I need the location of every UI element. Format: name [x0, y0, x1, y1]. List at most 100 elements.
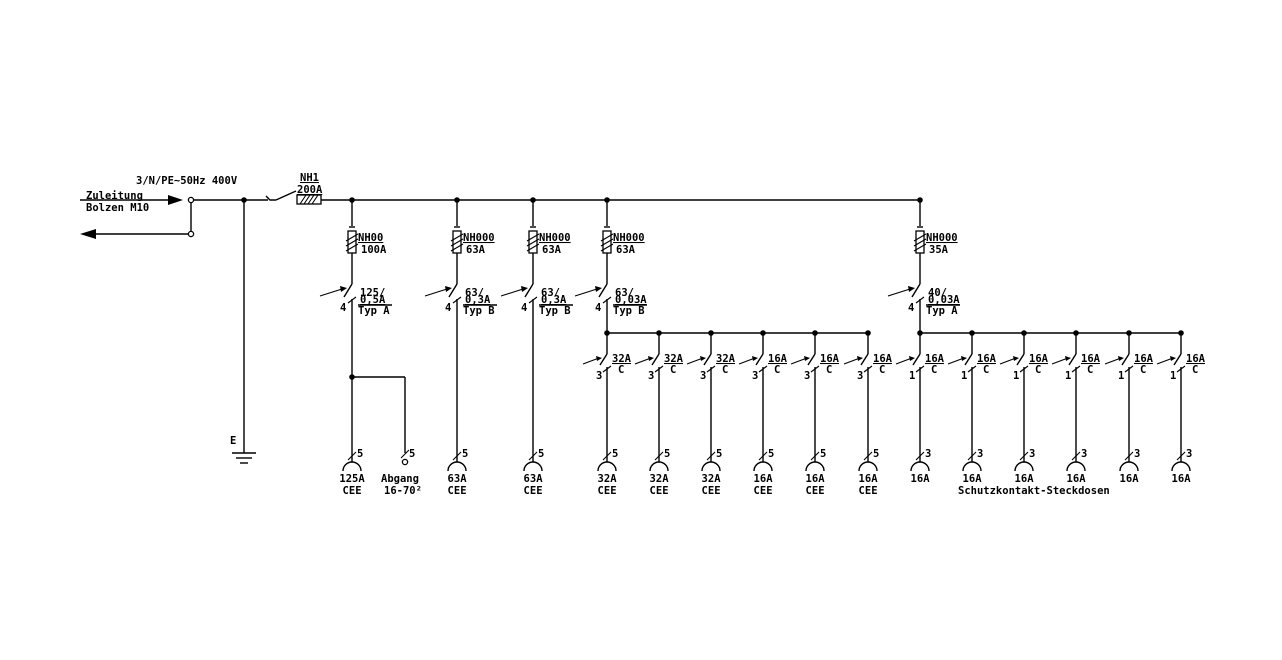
outlet-14-pole-mark [1071, 451, 1081, 461]
feed-in-arrow-icon [168, 195, 183, 205]
group-2-rcd-current: 0,3A [465, 294, 491, 306]
mcb-4-poles: 3 [752, 370, 758, 382]
mcb-2-arrow-icon [648, 356, 654, 361]
group-3-rcd-poles: 4 [521, 302, 527, 314]
outlet-12-pole-mark [967, 451, 977, 461]
outlet-1-poles: 5 [357, 448, 363, 460]
earth-label: E [230, 435, 236, 447]
mcb-8-rating: 16A [977, 353, 997, 365]
mcb-11-rating: 16A [1134, 353, 1154, 365]
main-switch-icon [265, 190, 297, 201]
mcb-5-rating: 16A [820, 353, 840, 365]
group-3-rcd-pole-mark [528, 296, 538, 304]
group-3-rcd-arrow-icon [521, 286, 528, 292]
group-1-rcd-arrow-icon [340, 286, 347, 292]
mcb-7-pole-mark [915, 365, 925, 373]
group-4-rcd-pole-mark [602, 296, 612, 304]
outlet-5-poles: 5 [612, 448, 618, 460]
outlet-15-poles: 3 [1134, 448, 1140, 460]
group-5-rcd-trip-icon [887, 288, 911, 297]
outlet-7-poles: 5 [716, 448, 722, 460]
mcb-3-pole-mark [706, 365, 716, 373]
group-5-rcd-pole-mark [915, 296, 925, 304]
group-3-fuse-rating: 63A [542, 244, 562, 256]
outlet-13-poles: 3 [1029, 448, 1035, 460]
outlet-14-socket-icon [1066, 461, 1086, 472]
mcb-6-contact-icon [860, 353, 869, 366]
mcb-9-trip-icon [999, 357, 1017, 365]
mcb-4-rating: 16A [768, 353, 788, 365]
mcb-8-pole-mark [967, 365, 977, 373]
mcb-5-pole-mark [810, 365, 820, 373]
mcb-10-contact-icon [1068, 353, 1077, 366]
group-2-fuse-hatch [450, 233, 464, 252]
outlet-1-line1: 125A [339, 473, 365, 485]
mcb-1-poles: 3 [596, 370, 602, 382]
mcb-3-arrow-icon [700, 356, 706, 361]
outlet-16-pole-mark [1176, 451, 1186, 461]
mcb-7-rating: 16A [925, 353, 945, 365]
mcb-8-arrow-icon [961, 356, 967, 361]
outlet-11-line1: 16A [911, 473, 931, 485]
group-2-rcd-arrow-icon [445, 286, 452, 292]
group-4-rcd-poles: 4 [595, 302, 601, 314]
group-1-rcd-current: 0,5A [360, 294, 386, 306]
mcb-2-pole-mark [654, 365, 664, 373]
mcb-5-arrow-icon [804, 356, 810, 361]
mcb-4-arrow-icon [752, 356, 758, 361]
mcb-8-trip-icon [947, 357, 965, 365]
outlet-11-socket-icon [910, 461, 930, 472]
mcb-1-contact-icon [599, 353, 608, 366]
mcb-6-trip-icon [843, 357, 861, 365]
outlet-4-line2: CEE [524, 485, 543, 497]
outlet-8-poles: 5 [768, 448, 774, 460]
outlet-8-line2: CEE [754, 485, 773, 497]
mcb-8-poles: 1 [961, 370, 967, 382]
group-3-fuse-hatch [526, 233, 540, 252]
group-2-rcd-rating: 63/ [465, 287, 484, 299]
outlet-9-socket-icon [805, 461, 825, 472]
mcb-3-trip-icon [686, 357, 704, 365]
mcb-10-trip-icon [1051, 357, 1069, 365]
outlet-9-poles: 5 [820, 448, 826, 460]
mcb-9-curve: C [1035, 364, 1041, 376]
mcb-12-curve: C [1192, 364, 1198, 376]
outlet-4-socket-icon [523, 461, 543, 472]
mcb-10-pole-mark [1071, 365, 1081, 373]
mcb-6-arrow-icon [857, 356, 863, 361]
outlet-4-line1: 63A [524, 473, 544, 485]
group-5-fuse-rating: 35A [929, 244, 949, 256]
outlet-15-pole-mark [1124, 451, 1134, 461]
feed-label-2: Bolzen M10 [86, 202, 149, 214]
mcb-2-rating: 32A [664, 353, 684, 365]
mcb-4-trip-icon [738, 357, 756, 365]
mcb-5-trip-icon [790, 357, 808, 365]
group-2-fuse-rating: 63A [466, 244, 486, 256]
outlet-5-socket-icon [597, 461, 617, 472]
mcb-10-curve: C [1087, 364, 1093, 376]
mcb-9-arrow-icon [1013, 356, 1019, 361]
group-4-fuse-rating: 63A [616, 244, 636, 256]
group-1-rcd-pole-mark [347, 296, 357, 304]
mcb-5-curve: C [826, 364, 832, 376]
outlet-8-socket-icon [753, 461, 773, 472]
group-5-rcd-arrow-icon [908, 286, 915, 292]
outlet-1-socket-icon [342, 461, 362, 472]
outlet-7-line2: CEE [702, 485, 721, 497]
outlet-16-socket-icon [1171, 461, 1191, 472]
outlet-9-line2: CEE [806, 485, 825, 497]
mcb-3-rating: 32A [716, 353, 736, 365]
outlet-15-socket-icon [1119, 461, 1139, 472]
mcb-1-arrow-icon [596, 356, 602, 361]
group-5-rcd-contact-icon [911, 283, 921, 298]
group-3-rcd-current: 0,3A [541, 294, 567, 306]
group-2-fuse-type: NH000 [463, 232, 495, 244]
mcb-4-contact-icon [755, 353, 764, 366]
group-4-rcd-current: 0,03A [615, 294, 647, 306]
outlet-4-pole-mark [528, 451, 538, 461]
group-1-fuse-hatch [345, 233, 359, 252]
outlet-16-poles: 3 [1186, 448, 1192, 460]
outlet-6-poles: 5 [664, 448, 670, 460]
group-1-rcd-type: Typ A [358, 305, 390, 317]
